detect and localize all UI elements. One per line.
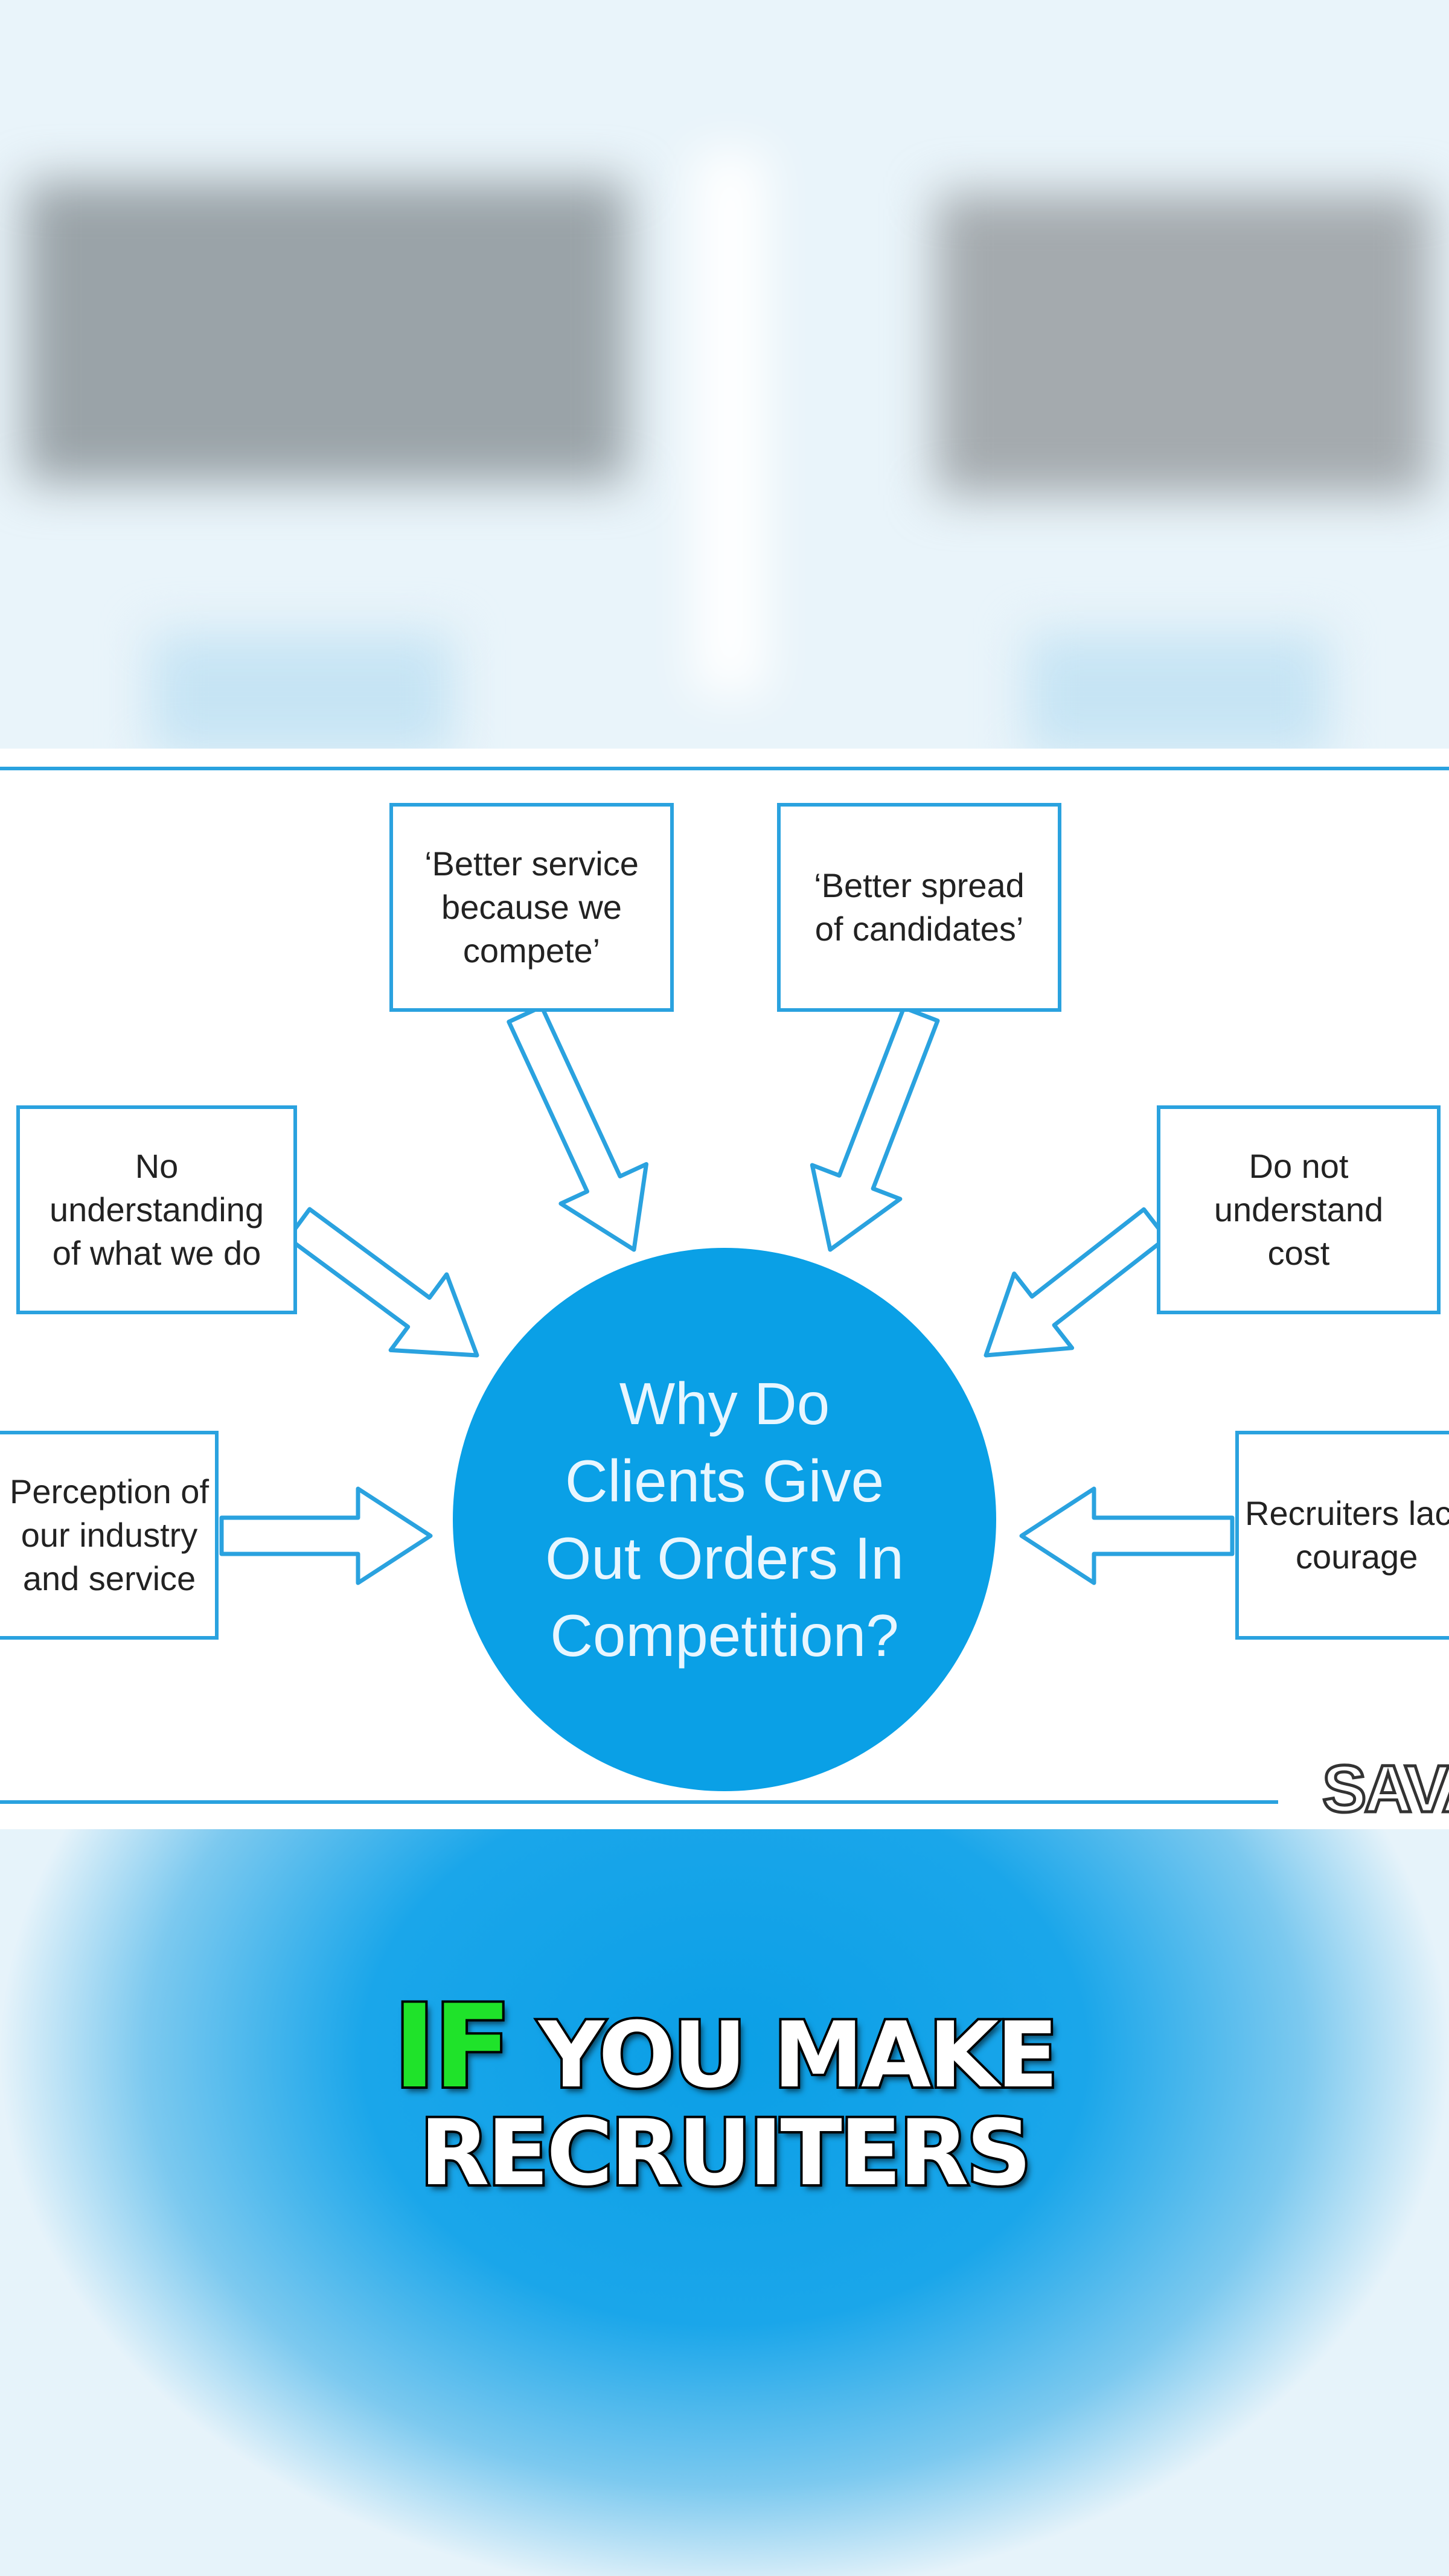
box-better-spread: ‘Better spread of candidates’	[777, 803, 1061, 1012]
blurred-block	[694, 151, 767, 694]
arrow-icon	[286, 1207, 479, 1358]
blurred-background-top	[0, 0, 1449, 749]
box-better-service: ‘Better service because we compete’	[389, 803, 674, 1012]
box-recruiters-lack-courage: Recruiters lack courage	[1235, 1431, 1449, 1640]
box-do-not-understand-cost: Do not understand cost	[1157, 1105, 1441, 1314]
arrow-icon	[219, 1486, 433, 1585]
caption-line-1-rest: YOU MAKE	[536, 2001, 1061, 2111]
brand-logo: SAVAGE	[1320, 1751, 1449, 1828]
blurred-block	[936, 193, 1431, 495]
arrow-icon	[1019, 1486, 1235, 1585]
blurred-block	[1026, 634, 1328, 749]
arrow-icon	[810, 1005, 940, 1252]
center-circle: Why Do Clients Give Out Orders In Compet…	[453, 1248, 996, 1791]
box-perception: Perception of our industry and service	[0, 1431, 219, 1640]
box-no-understanding: No understanding of what we do	[16, 1105, 297, 1314]
blurred-block	[151, 634, 453, 749]
caption-highlight: IF	[391, 1978, 514, 2116]
blurred-block	[24, 181, 628, 483]
arrow-icon	[507, 1004, 648, 1252]
caption-line-1: IF YOU MAKE	[0, 1978, 1449, 2116]
arrow-icon	[984, 1207, 1168, 1358]
caption-area: IF YOU MAKE RECRUITERS	[0, 1829, 1449, 2576]
diagram-panel: ‘Better service because we compete’ ‘Bet…	[0, 749, 1449, 1829]
caption-line-2: RECRUITERS	[417, 2098, 1034, 2208]
arrows-layer	[0, 767, 1449, 1804]
